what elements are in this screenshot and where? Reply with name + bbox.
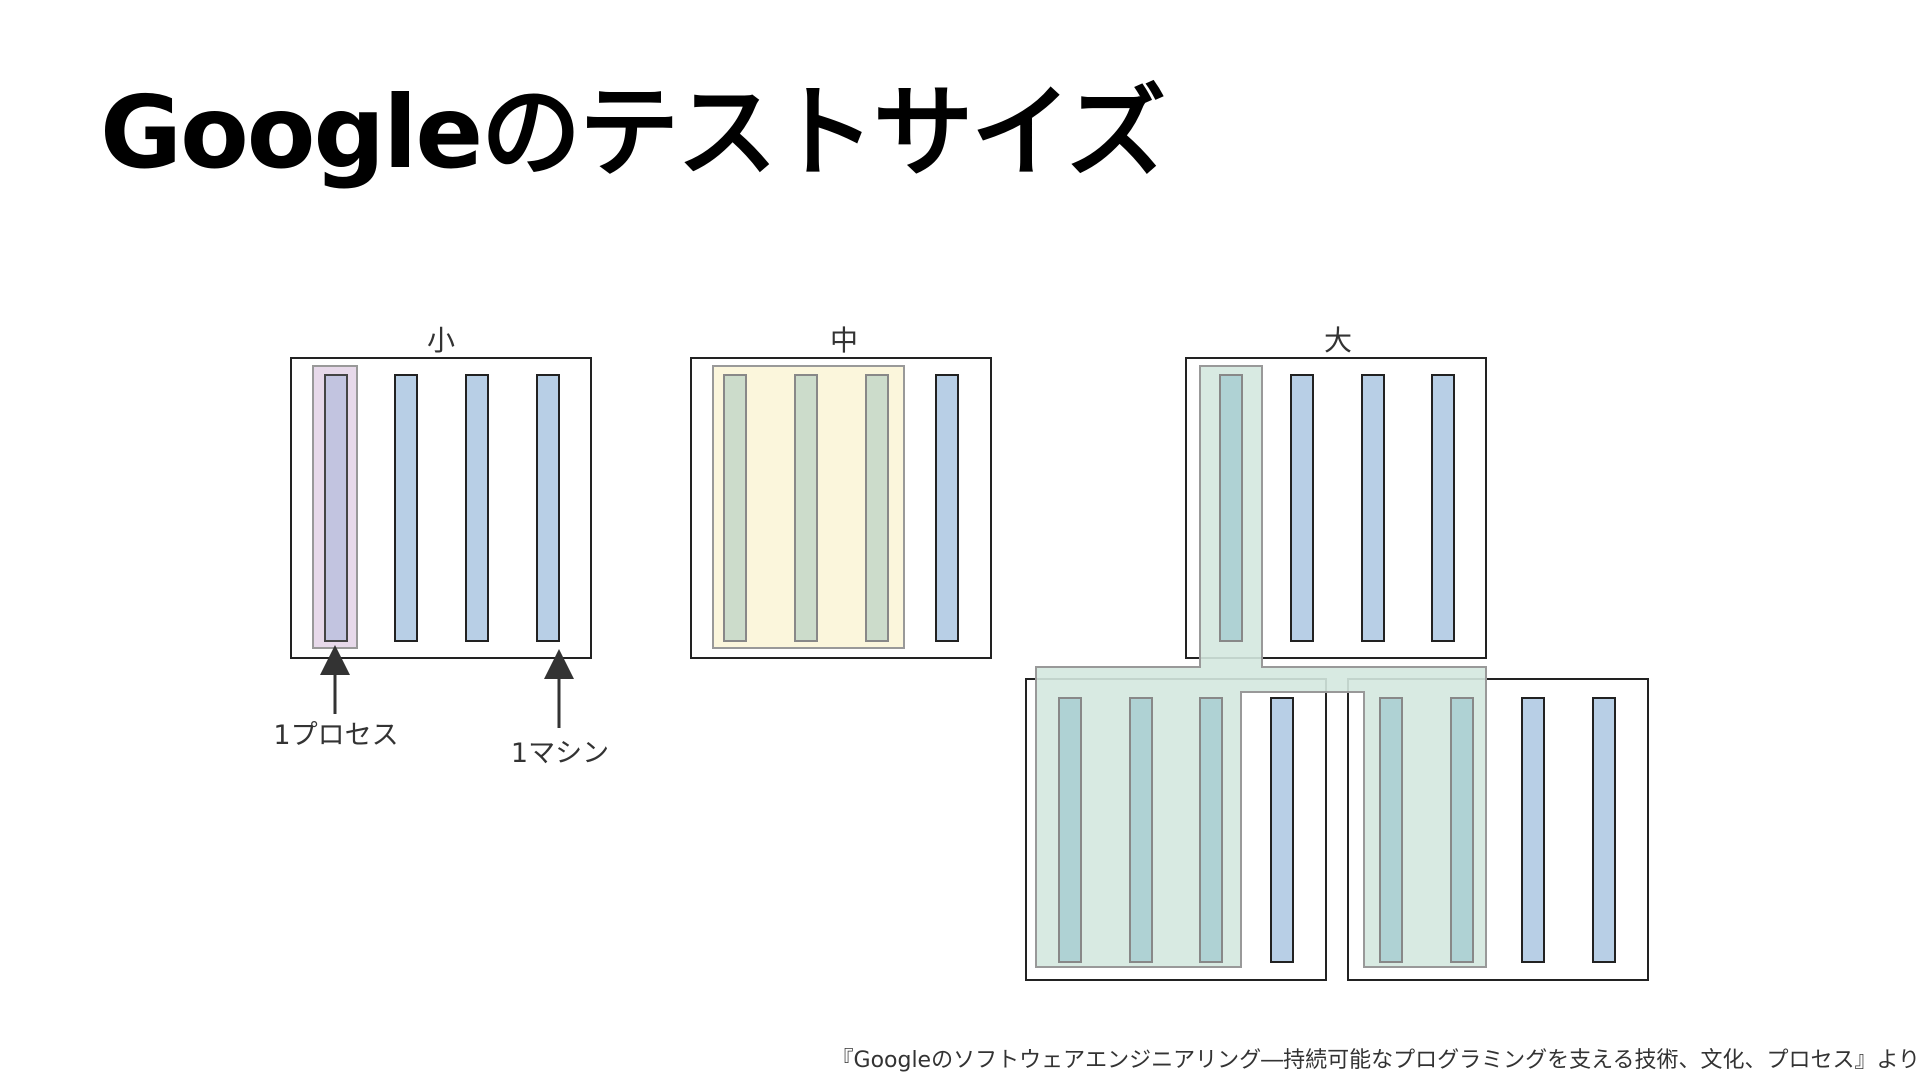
process-bar <box>394 374 418 642</box>
process-bar <box>1592 697 1616 963</box>
process-bar <box>1290 374 1314 642</box>
medium-label: 中 <box>830 324 858 357</box>
process-bar <box>1379 697 1403 963</box>
process-bar <box>536 374 560 642</box>
process-note: 1プロセス <box>273 720 398 751</box>
process-bar <box>1431 374 1455 642</box>
process-bar <box>865 374 889 642</box>
process-bar <box>1361 374 1385 642</box>
process-bar <box>794 374 818 642</box>
process-bar <box>1058 697 1082 963</box>
process-bar <box>324 374 348 642</box>
page-title: Googleのテストサイズ <box>100 74 1166 191</box>
large-label: 大 <box>1324 324 1352 357</box>
machine-note: 1マシン <box>511 738 609 769</box>
source-credit: 『Googleのソフトウェアエンジニアリング―持続可能なプログラミングを支える技… <box>831 1048 1920 1073</box>
process-bar <box>1199 697 1223 963</box>
process-bar <box>1270 697 1294 963</box>
process-bar <box>465 374 489 642</box>
small-label: 小 <box>427 324 455 357</box>
process-bar <box>1219 374 1243 642</box>
process-bar <box>935 374 959 642</box>
process-bar <box>1450 697 1474 963</box>
process-bar <box>1129 697 1153 963</box>
process-bar <box>1521 697 1545 963</box>
process-bar <box>723 374 747 642</box>
